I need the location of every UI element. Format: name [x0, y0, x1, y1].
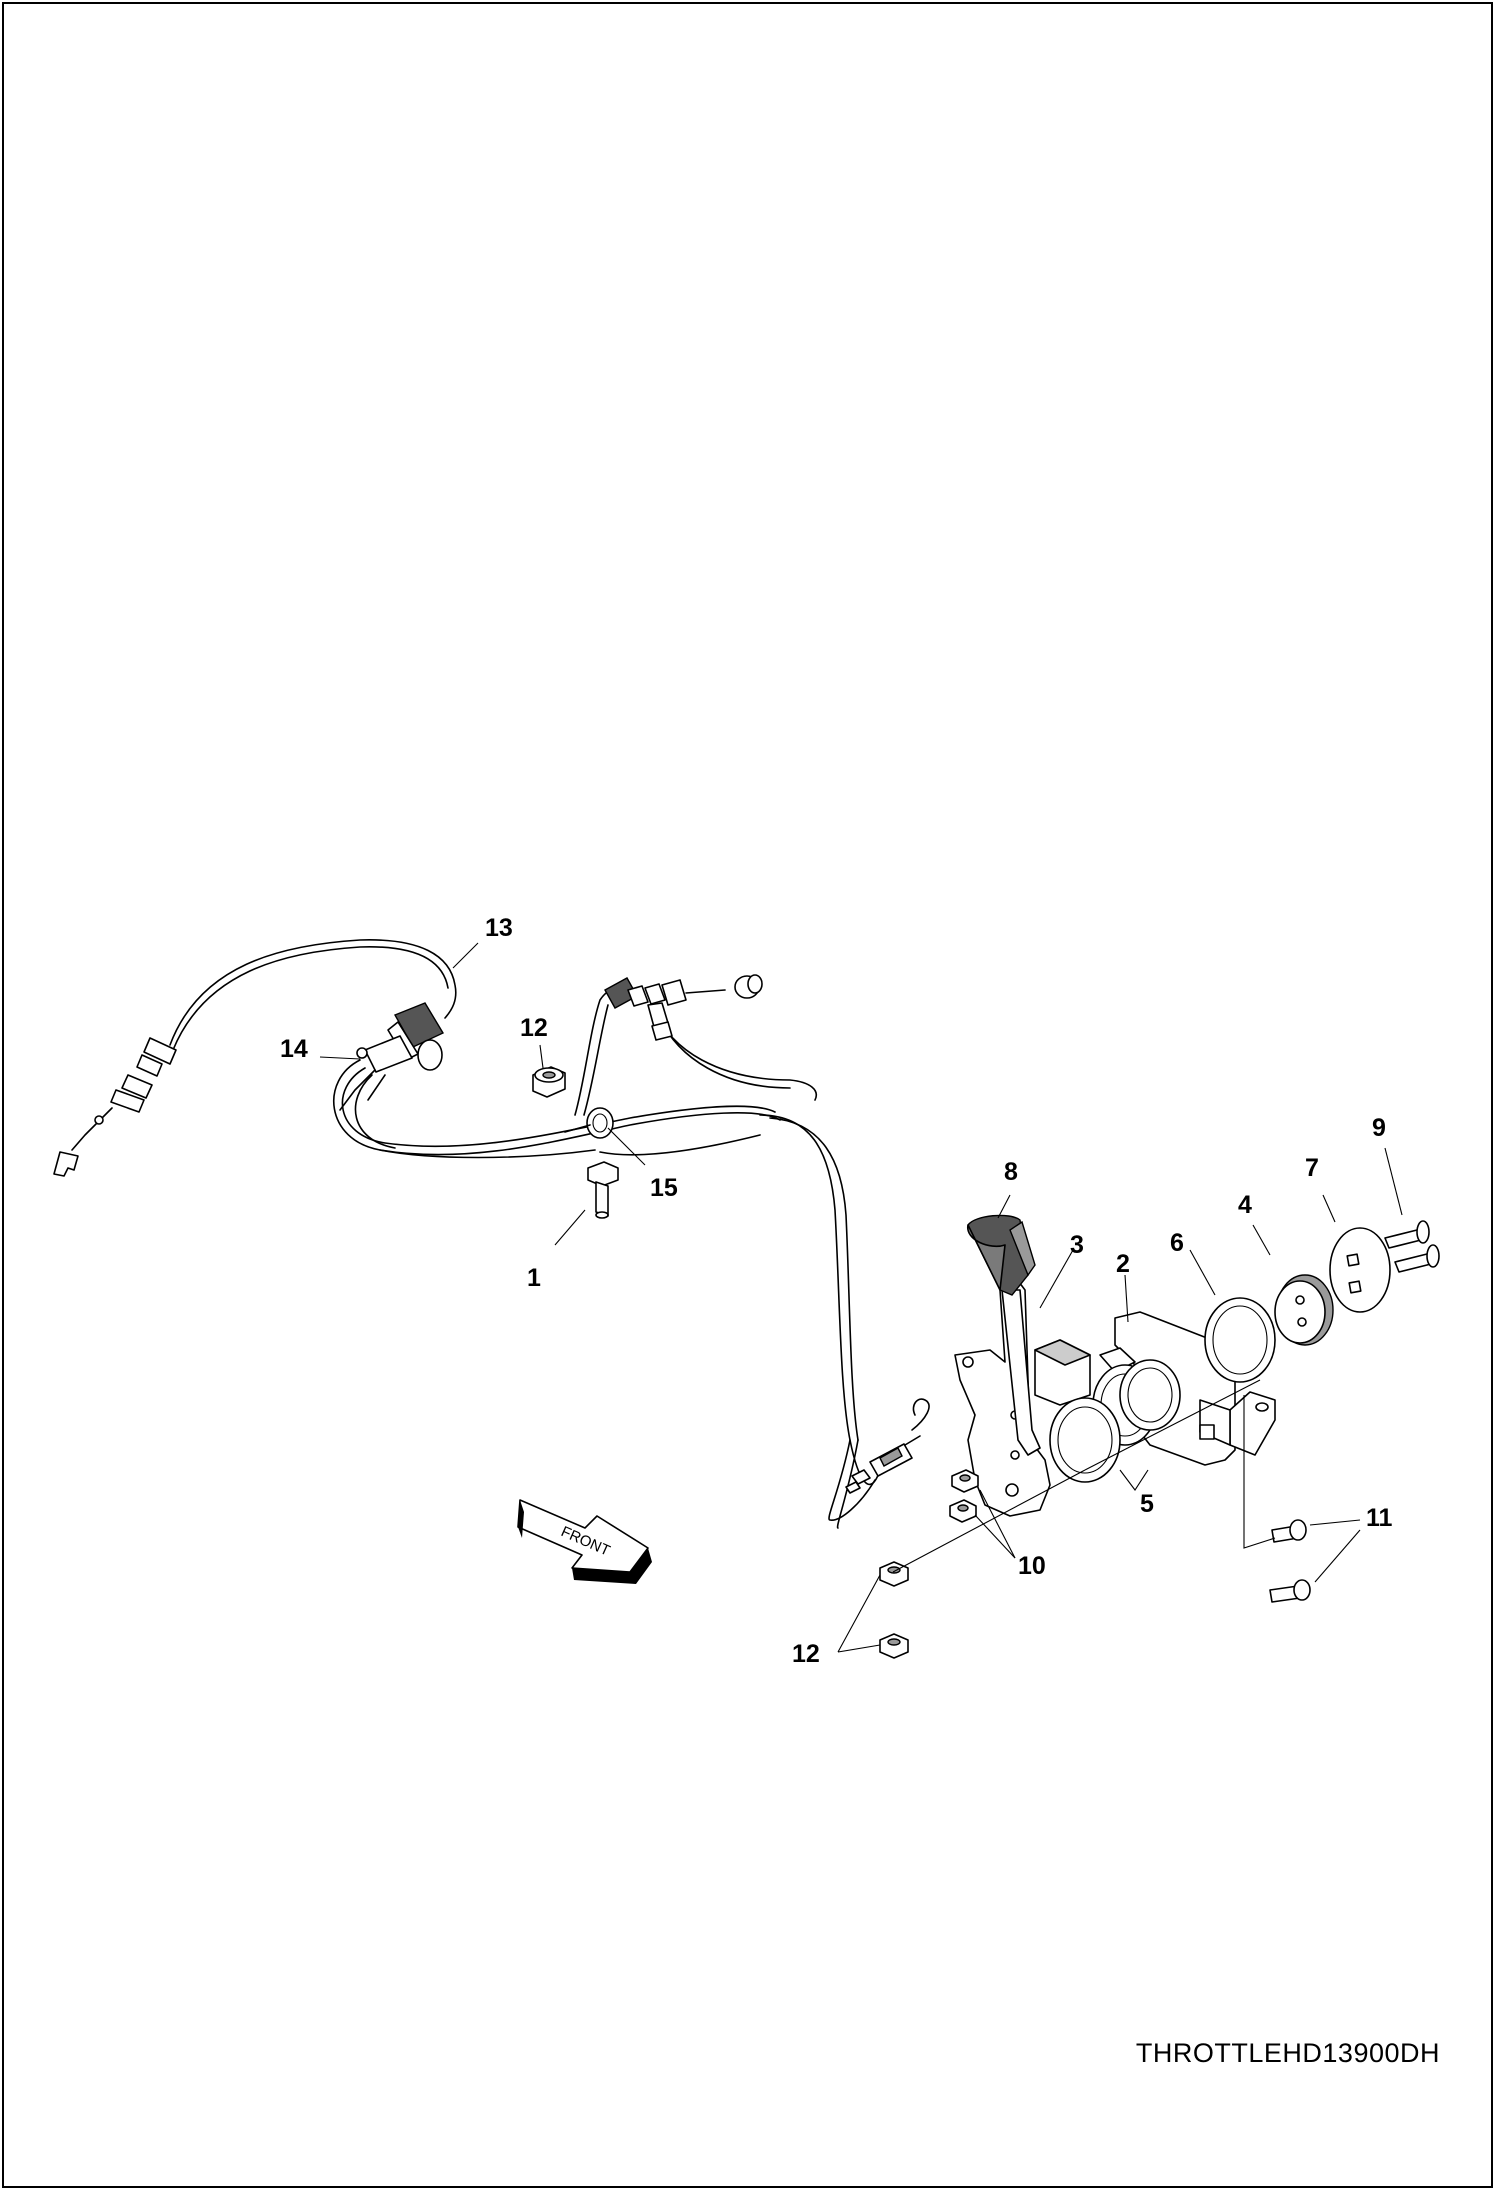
- throttle-cable-end: [845, 1398, 930, 1494]
- callout-12-upper: 12: [520, 1014, 548, 1042]
- nut-lower: [879, 1561, 909, 1659]
- callout-12-lower: 12: [792, 1640, 820, 1668]
- callout-9: 9: [1372, 1114, 1386, 1142]
- callout-10: 10: [1018, 1552, 1046, 1580]
- drawing-code: THROTTLEHD13900DH: [1135, 2038, 1440, 2068]
- callout-8: 8: [1004, 1158, 1018, 1186]
- bolt-11: [1269, 1519, 1311, 1603]
- bolt-1: [587, 1161, 619, 1219]
- bolt-9: [1384, 1220, 1440, 1273]
- callout-5: 5: [1140, 1490, 1154, 1518]
- nut-10: [949, 1469, 979, 1523]
- front-direction-arrow: FRONT: [517, 1499, 652, 1584]
- callout-4: 4: [1238, 1191, 1252, 1219]
- leader-lines: [319, 942, 1403, 1653]
- cable-bundle: [333, 986, 881, 1529]
- cable-clamp: [564, 1107, 614, 1139]
- throttle-connector-upper: [604, 974, 763, 1041]
- callout-7: 7: [1305, 1154, 1319, 1182]
- callouts: 13 14 12 15 1 8 3 2 6 4 7 9 5 10 11 12: [280, 914, 1393, 1668]
- callout-13: 13: [485, 914, 513, 942]
- throttle-lever-assembly: [879, 1214, 1440, 1659]
- throttle-cable: [53, 939, 457, 1177]
- callout-1: 1: [527, 1264, 541, 1292]
- callout-3: 3: [1070, 1231, 1084, 1259]
- callout-11: 11: [1366, 1504, 1393, 1532]
- callout-6: 6: [1170, 1229, 1184, 1257]
- callout-14: 14: [280, 1035, 308, 1063]
- callout-15: 15: [650, 1174, 678, 1202]
- cable-connector: [339, 1002, 444, 1111]
- callout-2: 2: [1116, 1250, 1130, 1278]
- nut-upper: [532, 1066, 566, 1098]
